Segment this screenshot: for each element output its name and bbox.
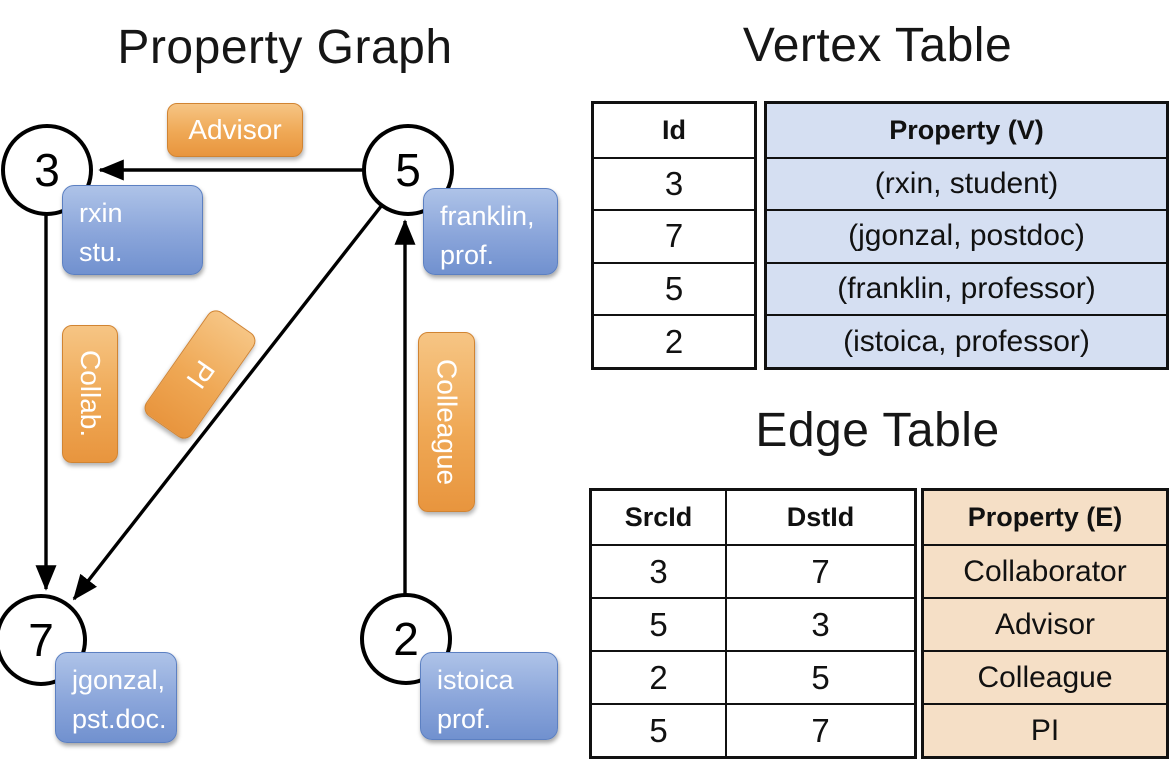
vertex-property-line: prof.: [437, 704, 492, 735]
vertex-table-property-cell: (istoica, professor): [767, 314, 1166, 367]
vertex-table-property-cell: (jgonzal, postdoc): [767, 209, 1166, 262]
vertex-table-title: Vertex Table: [742, 19, 1013, 72]
vertex-property-line: franklin,: [440, 201, 535, 231]
vertex-table-property-cell: (rxin, student): [767, 156, 1166, 210]
edge-table-src-header: SrcId: [624, 502, 693, 532]
edge-label-collab: Collab.: [62, 325, 118, 463]
edge-table-property-column: Property (E) Collaborator Advisor Collea…: [921, 488, 1169, 759]
vertex-table-id-cell: 7: [594, 209, 754, 262]
edge-5-to-7: [72, 203, 384, 601]
edge-table-src-cell: 5: [592, 597, 725, 650]
vertex-property-line: prof.: [440, 240, 495, 271]
edge-label-text: Colleague: [431, 358, 463, 486]
vertex-table-id-column: Id 3 7 5 2: [591, 101, 757, 370]
vertex-table-property-cell: (franklin, professor): [767, 261, 1166, 315]
node-id-3: 3: [34, 144, 60, 196]
edge-table-dst-header: DstId: [725, 491, 914, 544]
vertex-property-box-5: franklin, prof.: [423, 188, 558, 275]
edge-table-property-cell: Advisor: [924, 597, 1166, 650]
edge-table-property-cell: Colleague: [924, 650, 1166, 703]
node-id-5: 5: [395, 144, 421, 196]
edge-table-property-cell: Collaborator: [924, 544, 1166, 597]
edge-label-text: Collab.: [75, 350, 106, 438]
edge-table-id-columns: SrcId DstId 3 7 5 3 2 5 5 7: [589, 488, 917, 759]
vertex-property-box-2: istoica prof.: [420, 652, 558, 740]
node-id-2: 2: [393, 613, 419, 665]
property-graph-title: Property Graph: [117, 21, 453, 74]
edge-table-property-cell: PI: [924, 703, 1166, 756]
vertex-property-line: pst.doc.: [72, 704, 167, 735]
edge-label-colleague: Colleague: [418, 332, 475, 512]
vertex-property-line: istoica: [437, 665, 514, 695]
edge-table-src-cell: 3: [592, 544, 725, 597]
vertex-property-line: jgonzal,: [72, 665, 166, 695]
edge-label-text: Advisor: [188, 114, 282, 145]
vertex-property-line: rxin: [79, 198, 123, 228]
edge-label-text: PI: [180, 355, 221, 395]
vertex-table-property-column: Property (V) (rxin, student) (jgonzal, p…: [764, 101, 1169, 370]
vertex-property-box-7: jgonzal, pst.doc.: [55, 652, 177, 743]
vertex-table-id-cell: 2: [594, 314, 754, 367]
edge-table-property-header: Property (E): [924, 491, 1166, 544]
vertex-table-property-header: Property (V): [767, 104, 1166, 157]
vertex-property-line: stu.: [79, 237, 123, 268]
edge-table-dst-cell: 3: [725, 597, 914, 650]
edge-table-dst-cell: 7: [725, 544, 914, 597]
edge-table-dst-cell: 7: [725, 703, 914, 756]
vertex-table-id-header: Id: [662, 114, 686, 145]
edge-label-advisor: Advisor: [167, 103, 303, 157]
vertex-table-id-cell: 3: [594, 156, 754, 210]
vertex-property-box-3: rxin stu.: [62, 185, 203, 275]
node-id-7: 7: [28, 614, 54, 666]
edge-table-src-cell: 5: [592, 703, 725, 756]
edge-table-dst-cell: 5: [725, 650, 914, 703]
edge-table-src-cell: 2: [592, 650, 725, 703]
vertex-table-id-cell: 5: [594, 261, 754, 315]
edge-table-title: Edge Table: [755, 404, 1000, 457]
